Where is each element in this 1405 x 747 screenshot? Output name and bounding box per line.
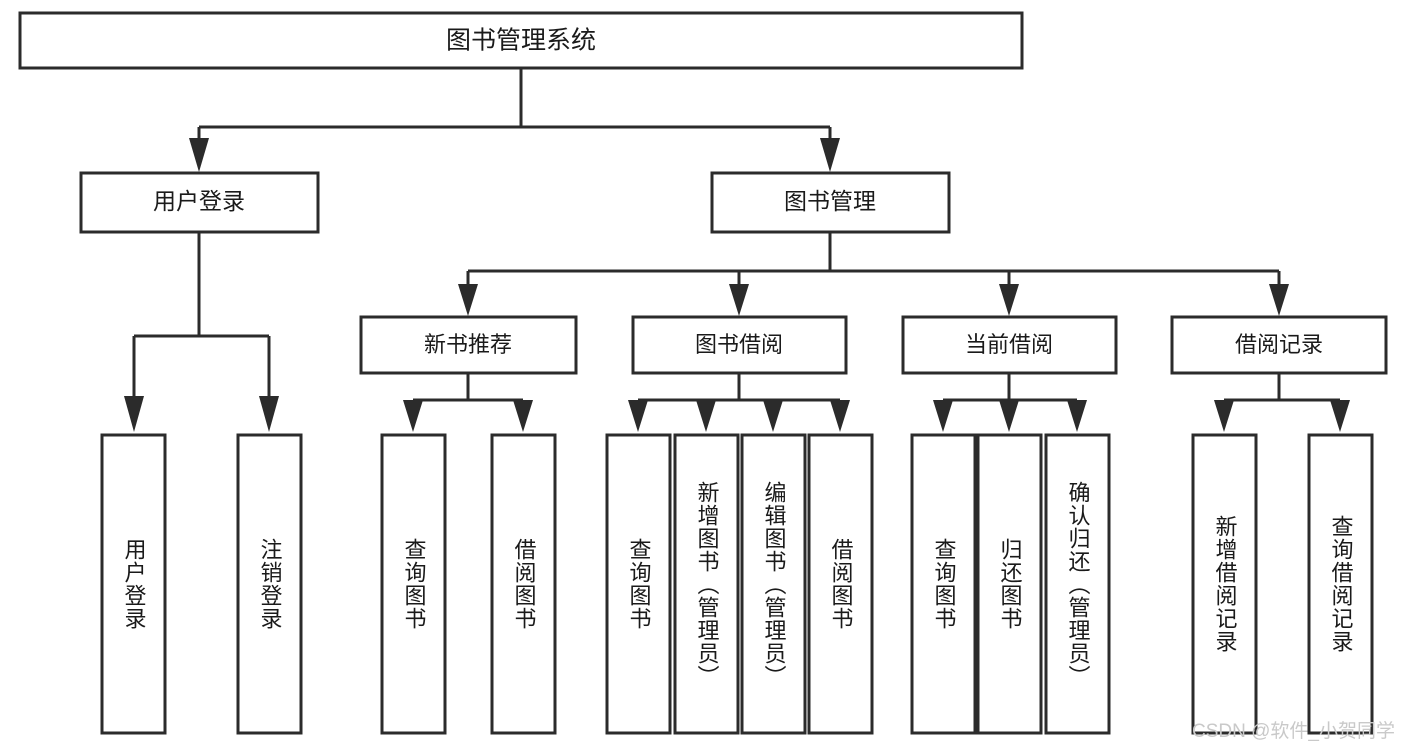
leaf-5-box[interactable] [605, 433, 672, 735]
arrowhead-leaf-3 [403, 400, 423, 432]
node-root-box[interactable] [18, 11, 1024, 70]
leaf-boxes [100, 433, 1374, 735]
arrowhead-leaf-5 [628, 400, 648, 432]
arrowhead-leaf-12 [1214, 400, 1234, 432]
connector-layer [124, 68, 1350, 432]
arrowhead-leaf-7 [763, 400, 783, 432]
arrowhead-current [999, 284, 1019, 316]
node-borrow-box[interactable] [631, 315, 848, 375]
arrowhead-login [189, 138, 209, 172]
arrowhead-leaf-9 [933, 400, 953, 432]
node-root-label: 图书管理系统 [446, 27, 596, 55]
arrowhead-bookmgmt [820, 138, 840, 172]
leaf-13-box[interactable] [1307, 433, 1374, 735]
leaf-12-box[interactable] [1191, 433, 1258, 735]
arrowhead-leaf-6 [696, 400, 716, 432]
leaf-2-box[interactable] [236, 433, 303, 735]
leaf-8-box[interactable] [807, 433, 874, 735]
node-bookmgmt-label: 图书管理 [784, 188, 876, 214]
node-borrow-label: 图书借阅 [695, 332, 783, 357]
node-newbook[interactable]: 新书推荐 [359, 315, 578, 375]
node-login-box[interactable] [79, 171, 320, 234]
node-current-label: 当前借阅 [965, 332, 1053, 357]
arrowhead-leaf-13 [1330, 400, 1350, 432]
node-borrow[interactable]: 图书借阅 [631, 315, 848, 375]
leaf-7-box[interactable] [740, 433, 807, 735]
arrowhead-newbook [458, 284, 478, 316]
leaf-10-box[interactable] [976, 433, 1043, 735]
leaf-6-box[interactable] [673, 433, 740, 735]
leaf-4-box[interactable] [490, 433, 557, 735]
node-login-label: 用户登录 [153, 188, 245, 214]
arrowhead-leaf-2 [259, 396, 279, 432]
node-records[interactable]: 借阅记录 [1170, 315, 1388, 375]
arrowhead-borrow [729, 284, 749, 316]
leaf-9-box[interactable] [910, 433, 977, 735]
leaf-1-box[interactable] [100, 433, 167, 735]
leaf-3-box[interactable] [380, 433, 447, 735]
node-current-box[interactable] [901, 315, 1118, 375]
node-root[interactable]: 图书管理系统 [18, 11, 1024, 70]
node-bookmgmt[interactable]: 图书管理 [710, 171, 951, 234]
arrowhead-records [1269, 284, 1289, 316]
arrowhead-leaf-10 [999, 400, 1019, 432]
node-login[interactable]: 用户登录 [79, 171, 320, 234]
arrowhead-leaf-1 [124, 396, 144, 432]
arrowhead-leaf-4 [513, 400, 533, 432]
node-records-label: 借阅记录 [1235, 332, 1323, 357]
node-bookmgmt-box[interactable] [710, 171, 951, 234]
arrowhead-leaf-8 [830, 400, 850, 432]
leaf-11-box[interactable] [1044, 433, 1111, 735]
arrowhead-leaf-11 [1067, 400, 1087, 432]
node-current[interactable]: 当前借阅 [901, 315, 1118, 375]
node-records-box[interactable] [1170, 315, 1388, 375]
watermark: CSDN @软件_小贺同学 [1192, 721, 1395, 742]
node-newbook-label: 新书推荐 [424, 332, 512, 357]
node-newbook-box[interactable] [359, 315, 578, 375]
